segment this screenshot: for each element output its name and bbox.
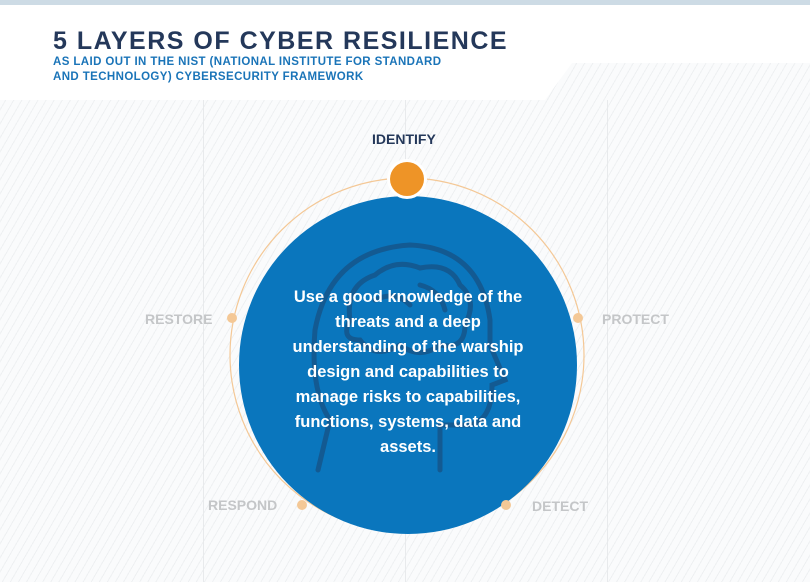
protect-dot[interactable] — [573, 313, 583, 323]
divider — [203, 100, 204, 582]
respond-dot[interactable] — [297, 500, 307, 510]
subtitle-line: AS LAID OUT IN THE NIST (NATIONAL INSTIT… — [53, 56, 442, 68]
layer-label-restore[interactable]: RESTORE — [145, 311, 213, 327]
head-brain-icon — [311, 242, 509, 473]
identify-dot[interactable] — [390, 162, 424, 196]
layer-label-respond[interactable]: RESPOND — [208, 497, 278, 513]
detect-dot[interactable] — [501, 500, 511, 510]
layer-label-detect[interactable]: DETECT — [532, 498, 588, 514]
page-title: 5 LAYERS OF CYBER RESILIENCE — [53, 27, 509, 55]
restore-dot[interactable] — [227, 313, 237, 323]
layer-label-identify[interactable]: IDENTIFY — [372, 131, 436, 147]
layer-description: Use a good knowledge of the threats and … — [292, 288, 524, 456]
divider — [607, 100, 608, 582]
top-bar — [0, 0, 810, 5]
layer-label-protect[interactable]: PROTECT — [602, 311, 669, 327]
subtitle-line: AND TECHNOLOGY) CYBERSECURITY FRAMEWORK — [53, 71, 364, 83]
page-subtitle: AS LAID OUT IN THE NIST (NATIONAL INSTIT… — [53, 55, 441, 85]
